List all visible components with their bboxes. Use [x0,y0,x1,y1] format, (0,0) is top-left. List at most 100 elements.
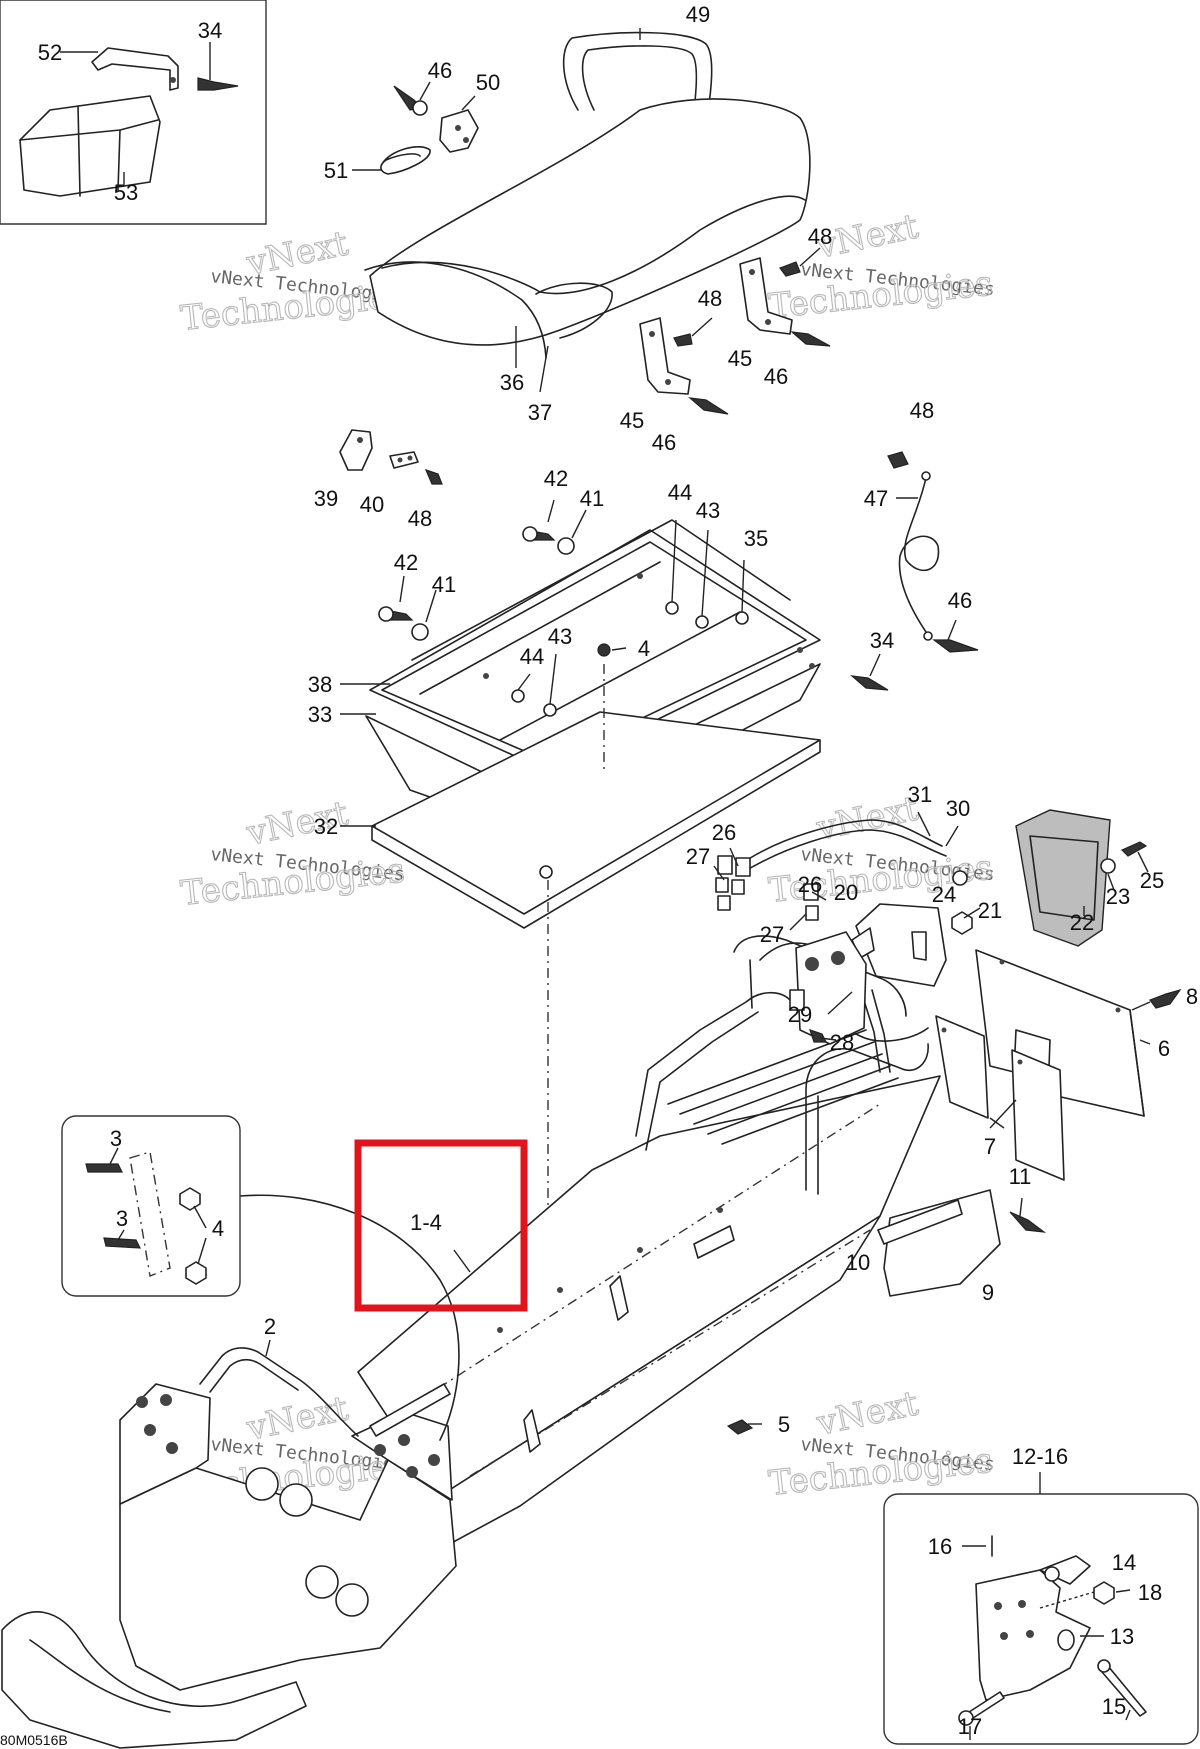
screw-5 [726,1419,754,1435]
callout-34: 34 [198,18,222,43]
leader-line [611,647,627,651]
terminal-27 [715,877,729,893]
leader-line [1107,873,1115,891]
front-frame [119,1459,457,1691]
rivet-34 [197,77,239,91]
leader-line [947,619,957,641]
lightening-hole [160,1394,172,1406]
nut-43 [695,615,709,629]
leader-line [117,1229,125,1241]
bolt-48 [673,333,693,347]
callout-23: 23 [1106,884,1130,909]
leader-line [265,1339,271,1357]
callout-36: 36 [500,370,524,395]
callout-32: 32 [314,814,338,839]
tunnel-slot [523,1409,541,1453]
callout-26: 26 [712,820,736,845]
bracket-40 [389,451,419,469]
bolt-hole [170,77,176,83]
highlight-box [354,1139,528,1312]
bracket-50 [439,109,479,153]
leader-line [713,865,725,881]
bracket-45-upper [739,257,793,335]
bolt-hole [1000,1632,1008,1640]
bolt-48 [887,451,909,469]
flap-7a [935,1015,989,1119]
callout-27: 27 [686,844,710,869]
connector-26 [803,883,819,901]
lightening-hole [245,1467,279,1501]
reference-code: 80M0516B [0,1732,68,1748]
callout-14: 14 [1112,1550,1136,1575]
screw-25 [1120,841,1148,857]
panel-32 [371,711,821,915]
gasket-38 [369,529,821,773]
inset-hitch [883,1472,1199,1745]
screw-head [522,526,538,542]
bolt-hole [999,959,1005,965]
bolt-48 [424,469,443,485]
lightening-hole [428,1454,440,1466]
callout-27: 27 [760,922,784,947]
chassis [1,931,1047,1749]
leader-line [1019,1197,1023,1217]
leader-line [917,811,931,837]
fastener-strip [129,1151,171,1277]
inset-seat-cover [0,0,267,225]
callout-53: 53 [114,180,138,205]
callout-3: 3 [110,1126,122,1151]
leader-line [701,529,709,617]
leader-line [539,345,549,393]
bolt-hole [483,673,489,679]
callout-46: 46 [764,364,788,389]
rivet-46 [790,331,831,347]
cable-47 [898,477,940,633]
rivet [497,1327,503,1333]
callout-42: 42 [544,466,568,491]
detail-arc [239,1194,460,1441]
washer-41 [557,537,575,555]
leader-line [789,913,807,931]
leader-line [461,95,476,111]
cable-end [923,631,933,641]
leader-line [989,1117,1005,1129]
callout-16: 16 [928,1534,952,1559]
bolt-hole [749,269,755,275]
leader-line [1115,1589,1131,1593]
lightening-hole [406,1466,418,1478]
bolt-head [1097,1659,1111,1673]
nut-18 [1093,1581,1115,1605]
leader-line [945,825,959,847]
tail-light-assembly [713,809,1149,987]
callout-10: 10 [846,1250,870,1275]
bracket-39 [339,429,373,471]
bolt-hole [941,1027,947,1033]
callout-51: 51 [324,158,348,183]
terminal-27 [717,895,731,911]
seat-contour [535,282,613,339]
leader-line [425,589,437,623]
callout-20: 20 [834,880,858,905]
leader-line [671,519,677,603]
leader-line [109,1147,119,1165]
bracket-52 [91,47,179,91]
lightening-hole [136,1396,148,1408]
leader-line [869,653,881,677]
front-shock-tower [119,1383,211,1505]
grommet-44 [665,601,679,615]
callout-8: 8 [1186,984,1198,1009]
lightening-hole [144,1424,156,1436]
box-fasteners [378,499,587,641]
leader-line [819,1037,837,1041]
rack-slats [667,1029,899,1145]
bolt-hole [357,437,363,443]
lightening-hole [398,1434,410,1446]
tether-cable [850,451,979,691]
bolt-hole [765,319,771,325]
washer-41 [411,623,429,641]
seat-cushion [369,98,811,346]
callout-17: 17 [958,1714,982,1739]
callout-49: 49 [686,2,710,27]
callout-18: 18 [1138,1580,1162,1605]
